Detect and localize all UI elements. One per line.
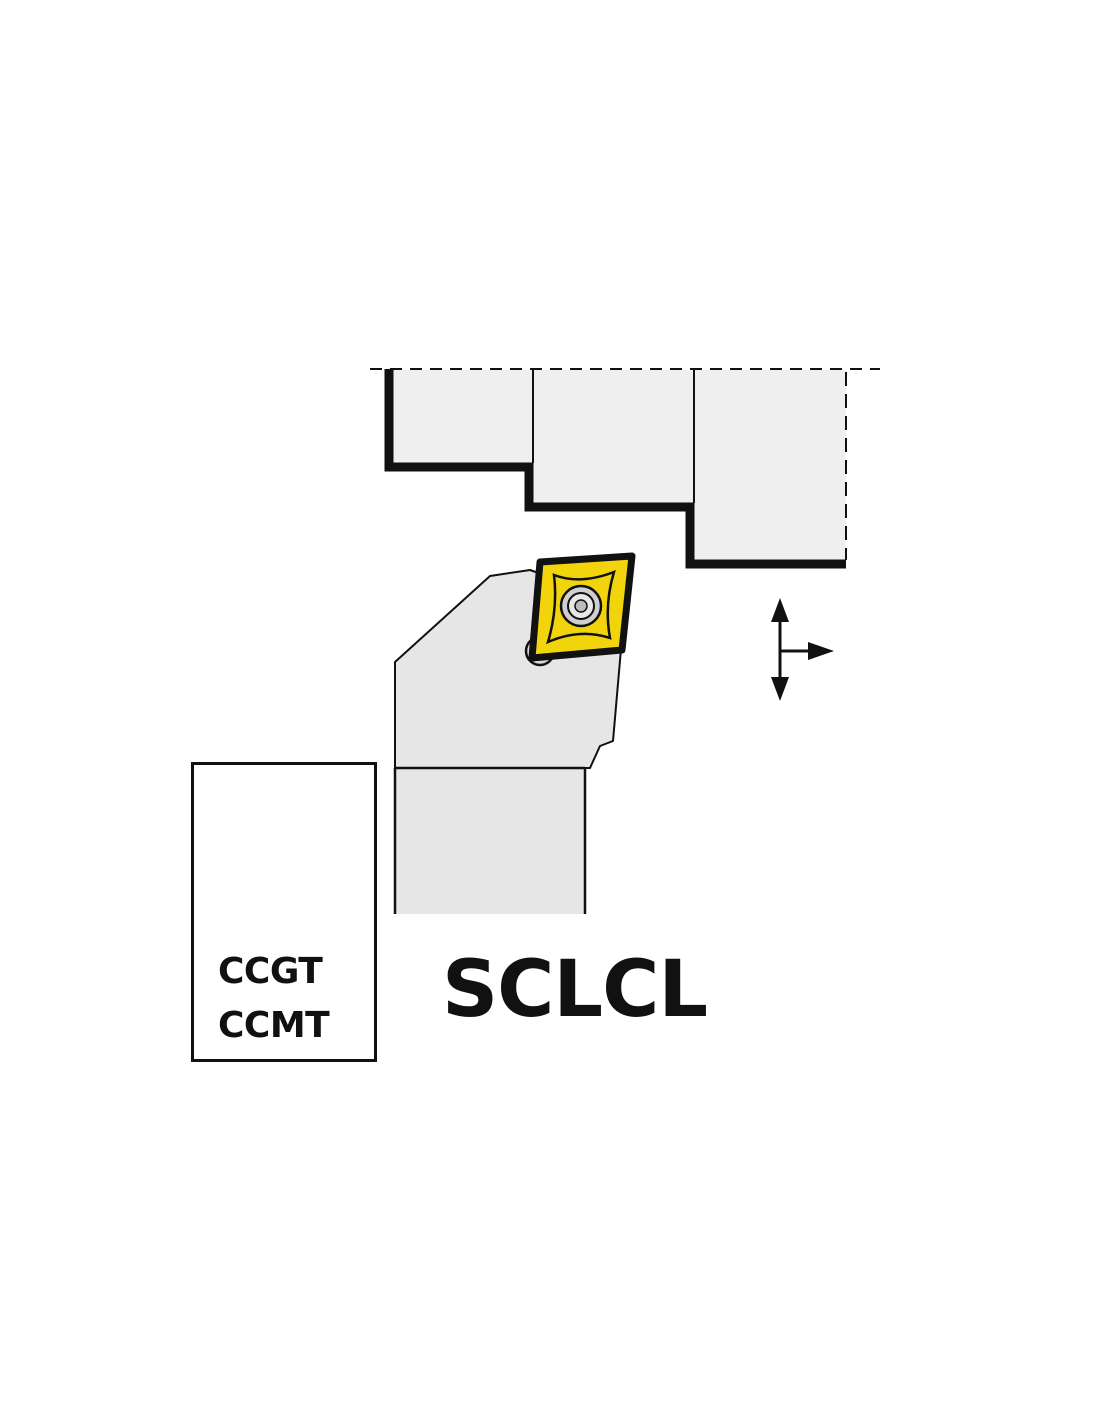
insert-code-ccgt: CCGT	[218, 951, 323, 992]
holder-shank	[395, 768, 585, 914]
workpiece	[370, 368, 880, 569]
insert-screw-head	[574, 599, 588, 613]
rhombic-insert-icon	[528, 552, 636, 662]
workpiece-step-1	[390, 370, 533, 467]
model-code: SCLCL	[442, 945, 708, 1035]
workpiece-step-2	[533, 370, 694, 507]
insert-code-list: CCGT CCMT	[218, 945, 330, 1053]
insert-type-box: CCGT CCMT	[191, 762, 377, 1062]
insert-chipbreaker	[546, 569, 616, 645]
workpiece-step-3	[694, 370, 846, 563]
workpiece-profile	[384, 369, 846, 569]
insert-code-ccmt: CCMT	[218, 1005, 330, 1046]
feed-direction-arrows-icon	[771, 598, 834, 701]
